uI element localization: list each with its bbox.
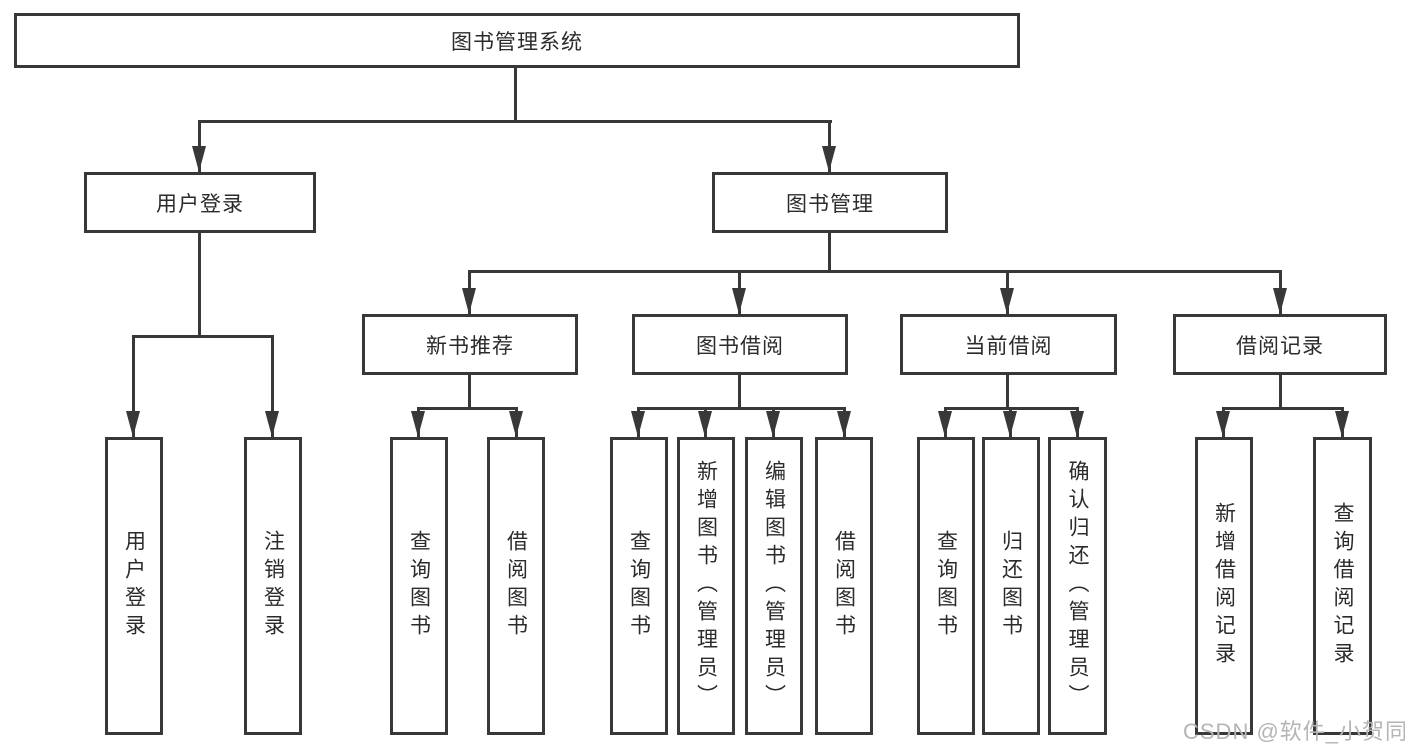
leaf-borrow-books-borrowing: 借阅图书 (815, 437, 873, 735)
node-book-management: 图书管理 (712, 172, 948, 233)
leaf-user-login: 用户登录 (105, 437, 163, 735)
connector-drop (271, 335, 274, 437)
arrowhead-down-icon (265, 411, 279, 437)
node-library-management-system: 图书管理系统 (14, 13, 1020, 68)
node-label: 当前借阅 (964, 334, 1053, 358)
leaf-query-books-recommend: 查询图书 (390, 437, 448, 735)
node-new-book-recommend: 新书推荐 (362, 314, 578, 375)
node-label: 新书推荐 (426, 334, 514, 358)
connector-book-borrow-vertical (738, 375, 741, 407)
connector-root-horizontal (198, 120, 832, 123)
arrowhead-down-icon (126, 411, 140, 437)
arrowhead-down-icon (1273, 288, 1287, 314)
arrowhead-down-icon (192, 146, 206, 172)
connector-book-borrow-horizontal (637, 407, 846, 410)
node-book-borrowing: 图书借阅 (632, 314, 848, 375)
arrowhead-down-icon (938, 411, 952, 437)
arrowhead-down-icon (1003, 411, 1017, 437)
connector-new-book-vertical (468, 375, 471, 407)
node-label: 借阅图书 (832, 530, 856, 642)
node-label: 新增图书（管理员） (694, 460, 718, 712)
node-label: 用户登录 (122, 530, 146, 642)
node-label: 图书管理系统 (451, 30, 583, 54)
leaf-borrow-books-recommend: 借阅图书 (487, 437, 545, 735)
leaf-return-books: 归还图书 (982, 437, 1040, 735)
node-label: 编辑图书（管理员） (762, 460, 786, 712)
arrowhead-down-icon (1216, 411, 1230, 437)
node-current-borrowing: 当前借阅 (900, 314, 1117, 375)
connector-new-book-horizontal (417, 407, 518, 410)
arrowhead-down-icon (766, 411, 780, 437)
node-user-login: 用户登录 (84, 172, 316, 233)
connector-book-mgmt-horizontal (468, 270, 1282, 273)
node-borrowing-records: 借阅记录 (1173, 314, 1387, 375)
leaf-confirm-return-admin: 确认归还（管理员） (1048, 437, 1107, 735)
arrowhead-down-icon (1335, 411, 1349, 437)
node-label: 用户登录 (156, 192, 244, 216)
node-label: 查询图书 (407, 530, 431, 642)
connector-user-login-vertical (198, 233, 201, 335)
arrowhead-down-icon (837, 411, 851, 437)
csdn-watermark: CSDN @软件_小贺同学 (1183, 719, 1405, 744)
arrowhead-down-icon (1070, 411, 1084, 437)
leaf-query-borrow-record: 查询借阅记录 (1313, 437, 1372, 735)
node-label: 查询借阅记录 (1331, 502, 1354, 670)
connector-drop (132, 335, 135, 437)
leaf-add-borrow-record: 新增借阅记录 (1195, 437, 1253, 735)
node-label: 图书管理 (786, 192, 874, 216)
connector-current-borrow-vertical (1006, 375, 1009, 407)
leaf-edit-book-admin: 编辑图书（管理员） (745, 437, 803, 735)
arrowhead-down-icon (1000, 288, 1014, 314)
node-label: 借阅记录 (1236, 334, 1324, 358)
connector-user-login-horizontal (132, 335, 274, 338)
node-label: 确认归还（管理员） (1066, 460, 1089, 712)
node-label: 归还图书 (999, 530, 1023, 642)
node-label: 图书借阅 (696, 334, 784, 358)
leaf-query-books-borrowing: 查询图书 (610, 437, 668, 735)
leaf-query-books-current: 查询图书 (917, 437, 975, 735)
arrowhead-down-icon (411, 411, 425, 437)
node-label: 查询图书 (934, 530, 958, 642)
leaf-add-book-admin: 新增图书（管理员） (677, 437, 735, 735)
arrowhead-down-icon (509, 411, 523, 437)
arrowhead-down-icon (462, 288, 476, 314)
node-label: 查询图书 (627, 530, 651, 642)
node-label: 新增借阅记录 (1212, 502, 1236, 670)
node-label: 注销登录 (261, 530, 285, 642)
arrowhead-down-icon (732, 288, 746, 314)
connector-records-horizontal (1222, 407, 1344, 410)
node-label: 借阅图书 (504, 530, 528, 642)
connector-root-vertical (514, 68, 517, 120)
arrowhead-down-icon (631, 411, 645, 437)
arrowhead-down-icon (822, 146, 836, 172)
connector-records-vertical (1279, 375, 1282, 407)
leaf-logout: 注销登录 (244, 437, 302, 735)
connector-book-mgmt-vertical (828, 233, 831, 270)
arrowhead-down-icon (698, 411, 712, 437)
